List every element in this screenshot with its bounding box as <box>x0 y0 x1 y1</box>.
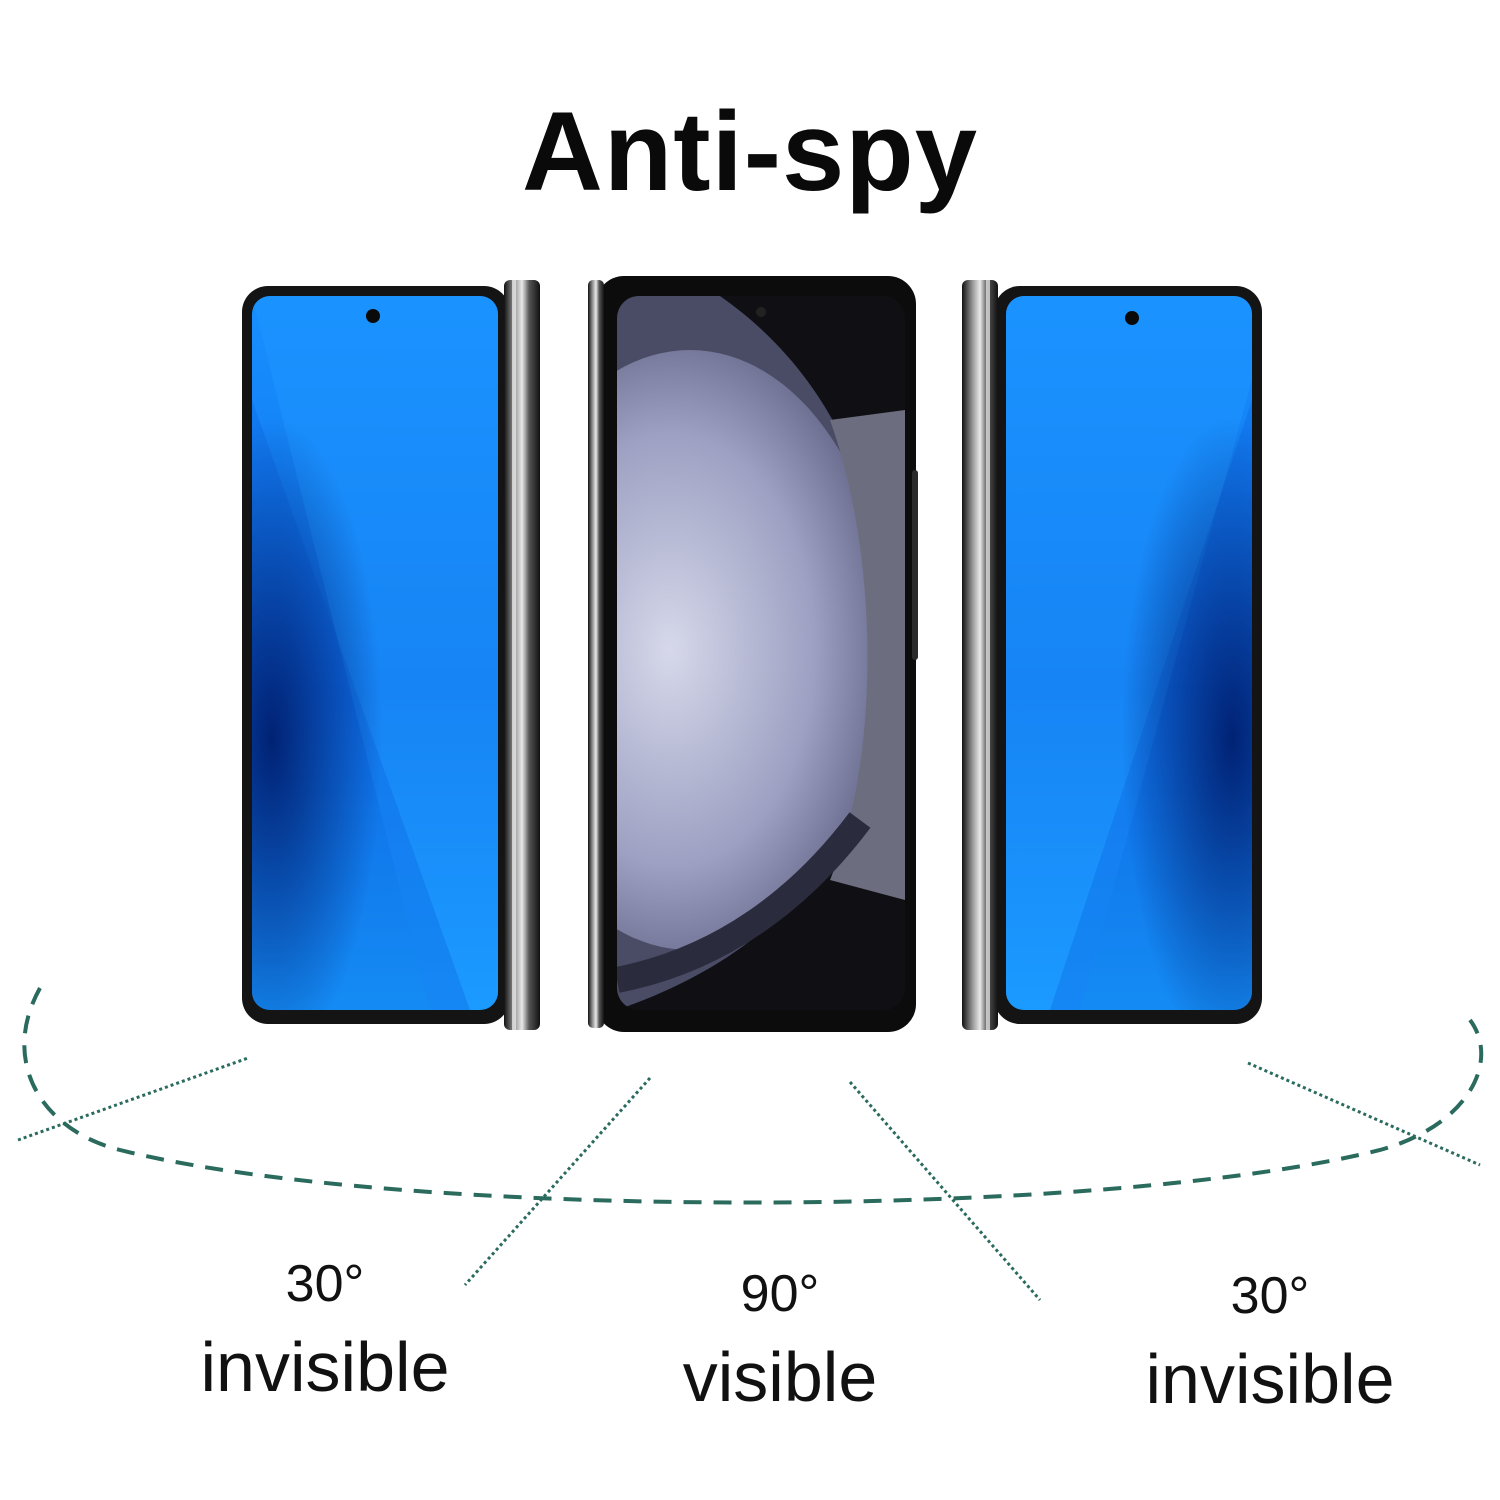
angle-guide-lines <box>17 1056 1481 1301</box>
angle-status: visible <box>682 1338 878 1416</box>
angle-value: 30° <box>1230 1267 1310 1325</box>
left-phone <box>242 280 540 1030</box>
angle-label-right: 30° invisible <box>1135 1270 1405 1414</box>
front-camera-icon <box>1125 311 1139 325</box>
center-phone <box>588 276 918 1032</box>
angle-status: invisible <box>200 1328 450 1406</box>
front-camera-icon <box>756 307 766 317</box>
angle-status: invisible <box>1145 1340 1395 1418</box>
front-camera-icon <box>366 309 380 323</box>
page-title: Anti-spy <box>522 89 978 214</box>
right-phone <box>962 280 1262 1030</box>
angle-label-center: 90° visible <box>660 1268 900 1412</box>
viewing-angle-arc <box>22 987 1484 1205</box>
angle-value: 90° <box>740 1265 820 1323</box>
angle-value: 30° <box>285 1255 365 1313</box>
angle-label-left: 30° invisible <box>190 1258 460 1402</box>
